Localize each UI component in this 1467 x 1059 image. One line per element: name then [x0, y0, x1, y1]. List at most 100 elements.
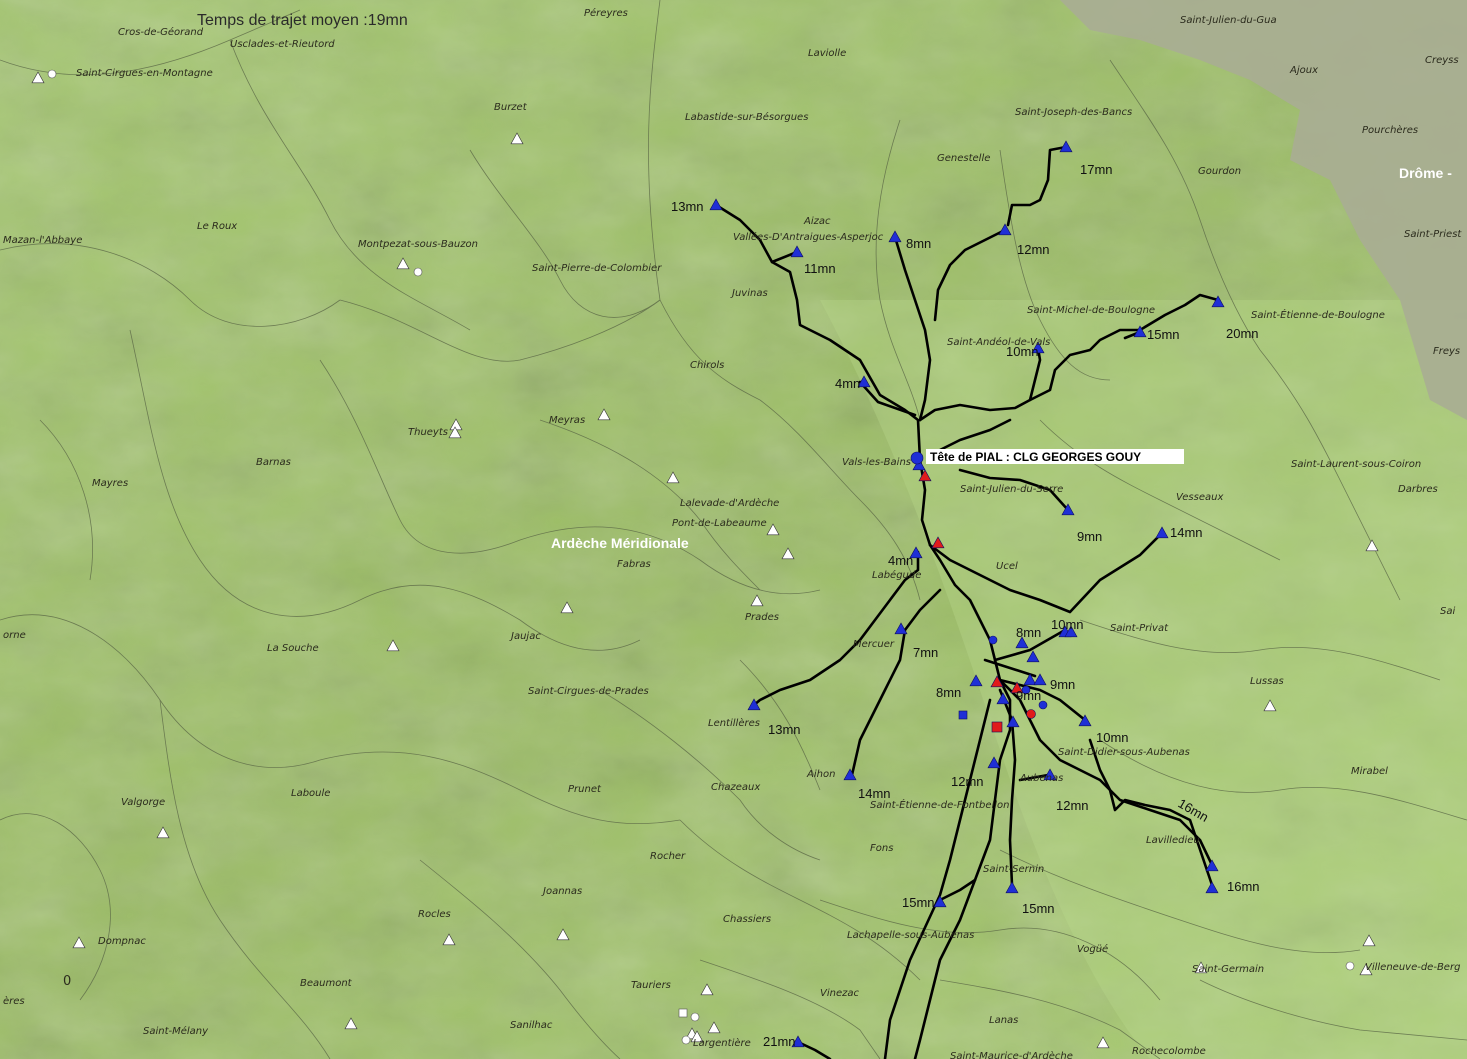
commune-label: Saint-Laurent-sous-Coiron — [1291, 459, 1421, 470]
commune-label: Laboule — [291, 788, 330, 799]
commune-label: Saint-Cirgues-en-Montagne — [76, 68, 213, 79]
commune-label: Péreyres — [584, 7, 628, 19]
hub-label: Tête de PIAL : CLG GEORGES GOUY — [930, 450, 1141, 464]
school-marker-other — [1345, 961, 1355, 971]
school-marker-blue — [790, 245, 804, 258]
school-marker-blue — [1031, 341, 1045, 354]
travel-time-label: 17mn — [1080, 162, 1113, 177]
commune-label: Ucel — [996, 561, 1018, 572]
school-marker-other — [678, 1008, 688, 1018]
commune-label: Cros-de-Géorand — [118, 26, 204, 38]
commune-label: Mirabel — [1351, 766, 1388, 777]
school-marker-other — [1194, 961, 1208, 974]
school-marker-other — [31, 71, 45, 84]
commune-label: Vals-les-Bains — [842, 457, 911, 468]
school-marker-other — [1362, 934, 1376, 947]
commune-label: Aubenas — [1019, 773, 1063, 784]
commune-label: Rocles — [418, 909, 451, 920]
school-marker-blue — [1023, 673, 1037, 686]
commune-label: Lussas — [1250, 676, 1284, 687]
hub-label-background — [926, 449, 1184, 464]
school-marker-other — [386, 639, 400, 652]
route-line — [998, 688, 1017, 887]
commune-label: Villeneuve-de-Berg — [1365, 962, 1460, 973]
commune-label: Lachapelle-sous-Aubenas — [847, 930, 974, 941]
commune-label: Beaumont — [300, 978, 353, 989]
commune-label: Barnas — [256, 457, 291, 468]
school-marker-other — [707, 1021, 721, 1034]
commune-label: Dompnac — [98, 936, 146, 947]
commune-label: Burzet — [494, 102, 528, 113]
school-marker-other — [156, 826, 170, 839]
travel-time-label: 4mn — [835, 376, 860, 391]
commune-label: Labastide-sur-Bésorgues — [685, 111, 808, 123]
school-marker-blue — [709, 198, 723, 211]
commune-label: Mazan-l'Abbaye — [3, 235, 82, 246]
school-marker-blue — [1133, 325, 1147, 338]
school-marker-blue — [857, 375, 871, 388]
commune-label: Lanas — [989, 1015, 1018, 1026]
school-marker-red — [991, 721, 1003, 733]
commune-label: Gourdon — [1198, 166, 1241, 177]
travel-time-label: 10mn — [1096, 730, 1129, 745]
school-marker-other — [47, 69, 57, 79]
school-marker-blue — [933, 895, 947, 908]
route-line — [998, 678, 1087, 722]
commune-label: Rocher — [650, 851, 686, 862]
school-marker-blue — [1005, 881, 1019, 894]
commune-label: Vallées-D'Antraigues-Asperjoc — [733, 231, 884, 243]
commune-label: Genestelle — [937, 153, 990, 164]
school-marker-other — [1263, 699, 1277, 712]
commune-label: Vinezac — [820, 988, 859, 999]
commune-label: Montpezat-sous-Bauzon — [358, 239, 478, 250]
commune-label: Mercuer — [853, 639, 895, 650]
commune-label: Prunet — [568, 784, 602, 795]
commune-label: Lalevade-d'Ardèche — [680, 497, 779, 509]
school-marker-other — [72, 936, 86, 949]
route-line — [983, 658, 1037, 678]
commune-label: Pont-de-Labeaume — [672, 518, 767, 529]
school-marker-other — [1359, 963, 1373, 976]
school-marker-other — [781, 547, 795, 560]
commune-label: Rochecolombe — [1132, 1046, 1206, 1057]
travel-time-label: 16mn — [1227, 879, 1260, 894]
school-markers — [31, 69, 1379, 1049]
travel-time-label: 9mn — [1016, 688, 1041, 703]
school-marker-other — [700, 983, 714, 996]
school-marker-blue — [888, 230, 902, 243]
commune-label: Saint-Julien-du-Gua — [1180, 15, 1277, 26]
commune-label: Juvinas — [730, 288, 768, 299]
travel-time-label: 8mn — [906, 236, 931, 251]
school-marker-blue — [1043, 768, 1057, 781]
commune-label: Saint-Étienne-de-Boulogne — [1251, 308, 1385, 321]
commune-label: orne — [3, 630, 26, 641]
commune-label: Vesseaux — [1176, 492, 1223, 503]
route-line — [918, 346, 1042, 422]
commune-label: Jaujac — [509, 631, 541, 642]
commune-label: Saint-Sernin — [983, 864, 1044, 875]
commune-label: ères — [3, 995, 25, 1007]
route-line — [1006, 145, 1068, 227]
school-marker-other — [597, 408, 611, 421]
travel-time-label: 13mn — [671, 199, 704, 214]
school-marker-other — [448, 426, 462, 439]
school-marker-blue — [987, 756, 1001, 769]
school-marker-other — [750, 594, 764, 607]
commune-label: Labégude — [872, 569, 921, 581]
route-line — [918, 458, 1002, 682]
route-line — [993, 628, 1067, 662]
commune-label: Saint-Maurice-d'Ardèche — [950, 1050, 1073, 1059]
commune-label: Usclades-et-Rieutord — [230, 39, 335, 50]
commune-label: Meyras — [549, 415, 585, 426]
school-marker-blue — [1021, 685, 1031, 695]
commune-label: Mayres — [92, 478, 128, 489]
route-line — [928, 531, 1164, 614]
commune-label: Saint-Michel-de-Boulogne — [1027, 305, 1155, 316]
commune-label: Chassiers — [723, 914, 771, 925]
commune-label: Laviolle — [808, 48, 846, 59]
commune-label: Vogüé — [1077, 943, 1108, 955]
travel-time-label: 8mn — [1016, 625, 1041, 640]
route-line — [1028, 293, 1220, 402]
school-marker-other — [510, 132, 524, 145]
